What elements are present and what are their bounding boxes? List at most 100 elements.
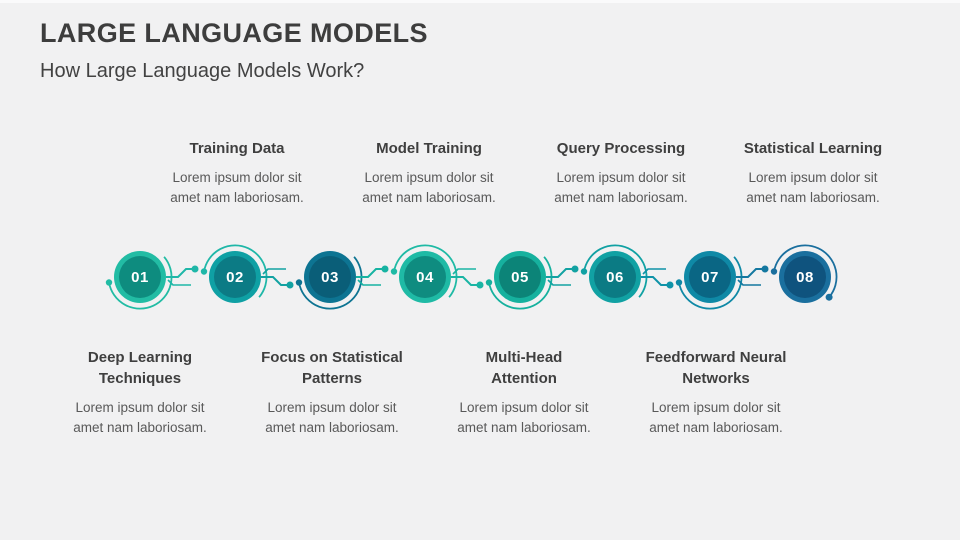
arc-end-dot	[825, 293, 833, 301]
step-circle	[499, 256, 541, 298]
step-circle	[119, 256, 161, 298]
connector-secondary-trace	[357, 279, 381, 286]
step-label-query-processing: Query Processing Lorem ipsum dolor sit a…	[526, 138, 716, 208]
connector-dot	[666, 281, 674, 289]
connector-secondary-trace	[737, 279, 761, 286]
description-line: amet nam laboriosam.	[457, 420, 591, 435]
description-line: Lorem ipsum dolor sit	[267, 400, 397, 415]
connector-02-03	[261, 268, 294, 289]
step-number: 06	[606, 269, 624, 286]
description-line: Lorem ipsum dolor sit	[364, 170, 494, 185]
slide-subtitle: How Large Language Models Work?	[40, 60, 365, 82]
step-description: Lorem ipsum dolor sit amet nam laboriosa…	[526, 168, 716, 208]
step-label-statistical-learning: Statistical Learning Lorem ipsum dolor s…	[718, 138, 908, 208]
connector-03-04	[356, 265, 389, 286]
connector-secondary-trace	[452, 268, 476, 275]
connector-trace	[166, 268, 195, 278]
step-label-focus-on-statistical-patterns: Focus on Statistical Patterns Lorem ipsu…	[237, 347, 427, 438]
step-heading: Multi-Head	[485, 349, 563, 366]
arc-end-dot	[580, 268, 588, 275]
step-label-model-training: Model Training Lorem ipsum dolor sit ame…	[334, 138, 524, 208]
connector-dot	[761, 265, 769, 273]
connector-01-02	[166, 265, 199, 286]
top-edge-highlight	[0, 0, 960, 3]
connector-trace	[451, 276, 480, 286]
step-circle	[594, 256, 636, 298]
step-heading: Focus on Statistical	[261, 349, 403, 366]
description-line: amet nam laboriosam.	[554, 190, 688, 205]
step-circle	[784, 256, 826, 298]
description-line: amet nam laboriosam.	[265, 420, 399, 435]
step-circle	[309, 256, 351, 298]
description-line: Lorem ipsum dolor sit	[75, 400, 205, 415]
step-description: Lorem ipsum dolor sit amet nam laboriosa…	[237, 398, 427, 438]
step-description: Lorem ipsum dolor sit amet nam laboriosa…	[621, 398, 811, 438]
step-circle	[214, 256, 256, 298]
timeline-step-07: 07	[675, 251, 743, 310]
timeline-step-03: 03	[295, 251, 363, 310]
connector-dot	[286, 281, 294, 289]
description-line: amet nam laboriosam.	[362, 190, 496, 205]
description-line: Lorem ipsum dolor sit	[459, 400, 589, 415]
description-line: amet nam laboriosam.	[649, 420, 783, 435]
step-label-feedforward-neural-networks: Feedforward Neural Networks Lorem ipsum …	[621, 347, 811, 438]
arc-end-dot	[770, 268, 778, 275]
connector-trace	[261, 276, 290, 286]
step-heading-line2: Patterns	[301, 370, 363, 387]
step-description: Lorem ipsum dolor sit amet nam laboriosa…	[429, 398, 619, 438]
timeline-step-06: 06	[580, 244, 648, 303]
connector-05-06	[546, 265, 579, 286]
step-decorative-arc	[678, 256, 743, 310]
step-number: 07	[701, 269, 719, 286]
timeline-step-04: 04	[390, 244, 458, 303]
step-heading: Feedforward Neural	[645, 349, 787, 366]
timeline-step-08: 08	[770, 244, 838, 303]
step-decorative-arc	[583, 244, 648, 298]
step-decorative-arc	[393, 244, 458, 298]
arc-end-dot	[485, 279, 493, 286]
step-heading: Deep Learning	[87, 349, 193, 366]
step-decorative-arc	[298, 256, 363, 310]
description-line: Lorem ipsum dolor sit	[651, 400, 781, 415]
step-number: 03	[321, 269, 339, 286]
step-heading: Query Processing	[556, 140, 686, 157]
description-line: amet nam laboriosam.	[73, 420, 207, 435]
connector-trace	[546, 268, 575, 278]
step-circle	[689, 256, 731, 298]
connector-dot	[571, 265, 579, 273]
step-circle	[404, 256, 446, 298]
description-line: Lorem ipsum dolor sit	[748, 170, 878, 185]
description-line: amet nam laboriosam.	[746, 190, 880, 205]
arc-end-dot	[200, 268, 208, 275]
step-number: 08	[796, 269, 814, 286]
arc-end-dot	[295, 279, 303, 286]
connector-secondary-trace	[262, 268, 286, 275]
step-decorative-arc	[108, 256, 173, 310]
connector-trace	[736, 268, 765, 278]
step-number: 05	[511, 269, 529, 286]
timeline-step-02: 02	[200, 244, 268, 303]
description-line: Lorem ipsum dolor sit	[172, 170, 302, 185]
step-decorative-arc	[488, 256, 553, 310]
arc-end-dot	[105, 279, 113, 286]
step-heading: Statistical Learning	[743, 140, 883, 157]
step-number: 02	[226, 269, 244, 286]
step-description: Lorem ipsum dolor sit amet nam laboriosa…	[45, 398, 235, 438]
connector-06-07	[641, 268, 674, 289]
step-heading: Training Data	[189, 140, 285, 157]
step-decorative-arc	[203, 244, 268, 298]
step-description: Lorem ipsum dolor sit amet nam laboriosa…	[718, 168, 908, 208]
arc-end-dot	[675, 279, 683, 286]
connector-secondary-trace	[642, 268, 666, 275]
connector-secondary-trace	[167, 279, 191, 286]
connector-dot	[191, 265, 199, 273]
timeline: 01 02 03 04 05 06 07 08	[105, 244, 838, 310]
connector-dot	[476, 281, 484, 289]
connector-trace	[641, 276, 670, 286]
description-line: amet nam laboriosam.	[170, 190, 304, 205]
step-heading-line2: Techniques	[98, 370, 182, 387]
timeline-step-01: 01	[105, 251, 173, 310]
connector-trace	[356, 268, 385, 278]
connector-07-08	[736, 265, 769, 286]
